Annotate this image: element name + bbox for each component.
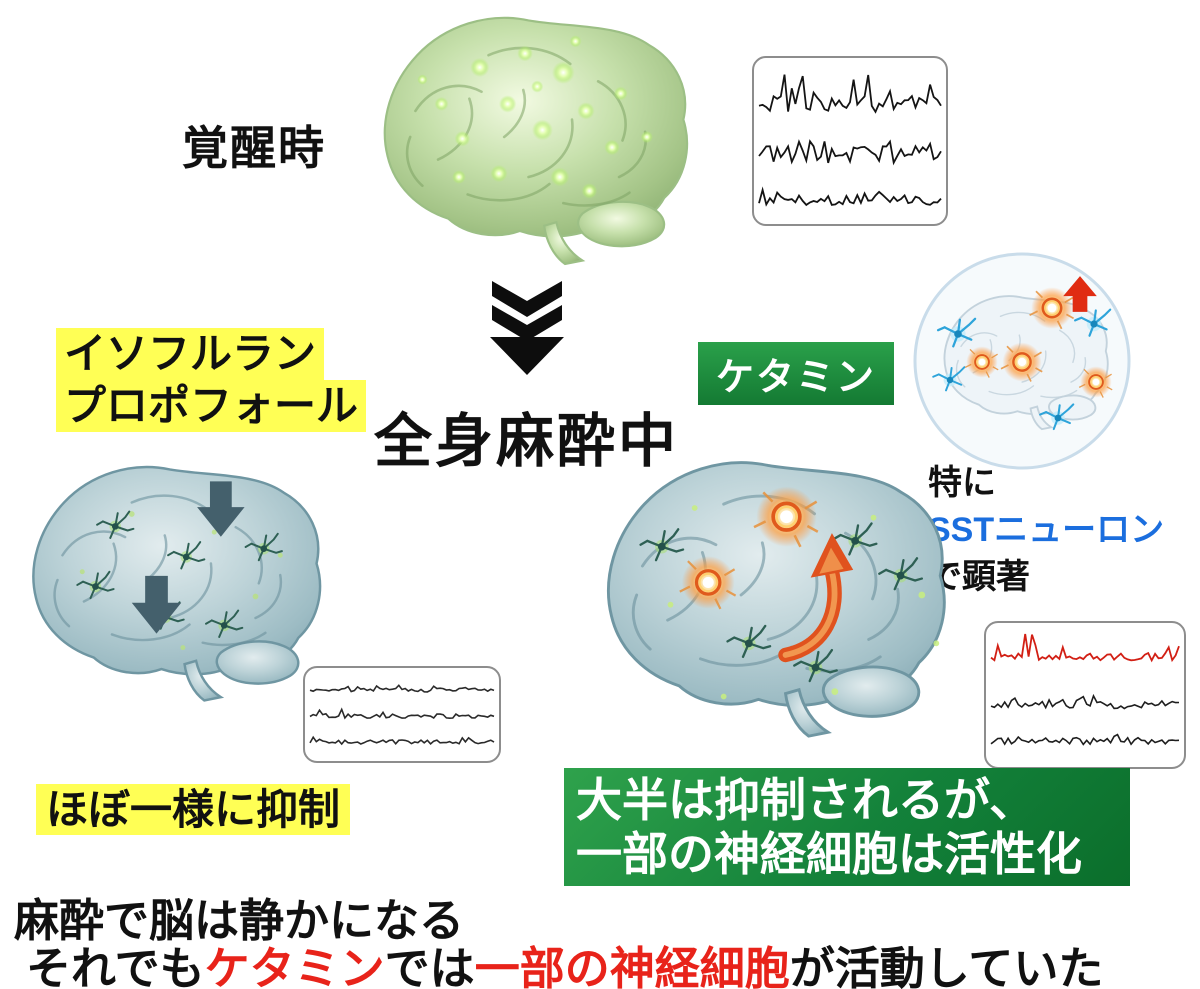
faint-glow-dots <box>667 505 940 700</box>
anesthesia-state-label: 全身麻酔中 <box>374 409 680 474</box>
caption-seg-ketamine: ケタミン <box>204 943 385 989</box>
ketamine-result-box: 大半は抑制されるが、 一部の神経細胞は活性化 <box>564 768 1130 886</box>
curved-up-arrow-icon <box>778 533 854 663</box>
drug-left-line1: イソフルラン <box>56 328 325 380</box>
ketamine-brain-inset <box>913 252 1131 470</box>
sst-note-line1: 特に <box>928 464 996 502</box>
eeg-trace <box>990 693 1180 710</box>
caption-line2: それでもケタミンでは一部の神経細胞が活動していた <box>26 932 1103 989</box>
drug-left-line2: プロポフォール <box>56 380 367 432</box>
suppressed-eeg-traces <box>309 684 495 746</box>
ketamine-result-line1: 大半は抑制されるが、 <box>576 774 1036 826</box>
faint-glow-dots <box>79 511 283 651</box>
active-eeg-trace <box>990 633 1180 663</box>
suppressed-eeg-panel <box>303 666 501 763</box>
active-neuron-glow-dots <box>417 35 653 199</box>
ketamine-eeg-traces <box>990 633 1180 746</box>
ketamine-result-line2: 一部の神経細胞は活性化 <box>576 828 1082 880</box>
awake-brain-illustration <box>383 16 689 266</box>
uniform-suppression-label: ほぼ一様に抑制 <box>36 776 351 837</box>
eeg-trace <box>309 707 495 720</box>
eeg-trace <box>758 186 942 207</box>
ketamine-brain-illustration <box>606 461 946 738</box>
sst-note-line3: で顕著 <box>928 558 1030 596</box>
uniform-suppression-text: ほぼ一様に抑制 <box>36 784 351 835</box>
triple-down-arrow-icon <box>490 281 564 375</box>
caption-seg-neurons: 一部の神経細胞 <box>474 943 790 989</box>
caption-seg: それでも <box>26 943 205 989</box>
caption-line1: 麻酔で脳は静かになる <box>14 895 465 946</box>
awake-eeg-traces <box>758 74 942 207</box>
eeg-trace <box>309 684 495 693</box>
awake-state-label: 覚醒時 <box>182 122 326 174</box>
isoflurane-propofol-label: イソフルラン プロポフォール <box>56 328 367 432</box>
sst-note: 特に SSTニューロン で顕著 <box>928 460 1164 601</box>
eeg-trace <box>758 74 942 114</box>
eeg-trace <box>309 735 495 746</box>
awake-eeg-panel <box>752 56 948 226</box>
caption-seg: が活動していた <box>789 943 1104 989</box>
ketamine-eeg-panel <box>984 621 1186 769</box>
caption-seg: では <box>384 943 475 989</box>
eeg-trace <box>990 733 1180 746</box>
ketamine-label: ケタミン <box>698 342 895 405</box>
suppressed-brain-illustration <box>32 465 322 702</box>
eeg-trace <box>758 139 942 166</box>
sst-neuron-label: SSTニューロン <box>928 511 1165 549</box>
